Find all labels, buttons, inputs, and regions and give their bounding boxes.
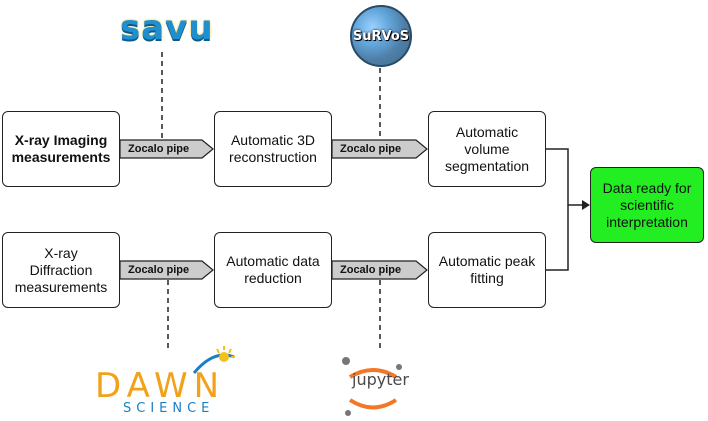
auto-peak-fitting-label: Automatic peak fitting: [438, 253, 536, 286]
zocalo-pipe-arrow-3: Zocalo pipe: [120, 260, 214, 280]
zocalo-pipe-label-4: Zocalo pipe: [340, 264, 402, 276]
auto-peak-fitting-box: Automatic peak fitting: [428, 232, 546, 308]
xray-imaging-label: X-ray Imaging measurements: [11, 132, 111, 165]
zocalo-pipe-label-1: Zocalo pipe: [128, 143, 190, 155]
savu-logo: savu: [120, 8, 214, 48]
zocalo-pipe-label-3: Zocalo pipe: [128, 264, 190, 276]
dawn-science-subtitle: SCIENCE: [123, 401, 215, 416]
auto-volume-segmentation-box: Automatic volume segmentation: [428, 111, 546, 187]
zocalo-pipe-label-2: Zocalo pipe: [340, 143, 402, 155]
jupyter-logo: jupyter: [352, 370, 409, 389]
auto-3d-reconstruction-box: Automatic 3D reconstruction: [214, 111, 332, 187]
top-merge-connector: [546, 148, 582, 206]
auto-3d-reconstruction-label: Automatic 3D reconstruction: [229, 132, 317, 165]
zocalo-pipe-arrow-2: Zocalo pipe: [332, 139, 428, 159]
data-ready-box: Data ready for scientific interpretation: [590, 167, 704, 243]
zocalo-pipe-arrow-4: Zocalo pipe: [332, 260, 428, 280]
survos-logo: SuRVoS: [350, 5, 412, 67]
auto-data-reduction-label: Automatic data reduction: [226, 253, 320, 286]
dawn-logo: DAWN: [95, 366, 226, 406]
auto-volume-segmentation-label: Automatic volume segmentation: [444, 123, 530, 174]
merge-arrowhead: [582, 200, 590, 210]
survos-logo-text: SuRVoS: [352, 28, 410, 44]
xray-imaging-box: X-ray Imaging measurements: [2, 111, 120, 187]
data-ready-label: Data ready for scientific interpretation: [602, 179, 692, 230]
dawn-sun-icon: [192, 346, 235, 374]
xray-diffraction-box: X-ray Diffraction measurements: [2, 232, 120, 308]
zocalo-pipe-arrow-1: Zocalo pipe: [120, 139, 214, 159]
jupyter-orbit-icon: [342, 357, 402, 416]
xray-diffraction-label: X-ray Diffraction measurements: [14, 244, 108, 295]
bottom-merge-connector: [546, 205, 569, 271]
auto-data-reduction-box: Automatic data reduction: [214, 232, 332, 308]
